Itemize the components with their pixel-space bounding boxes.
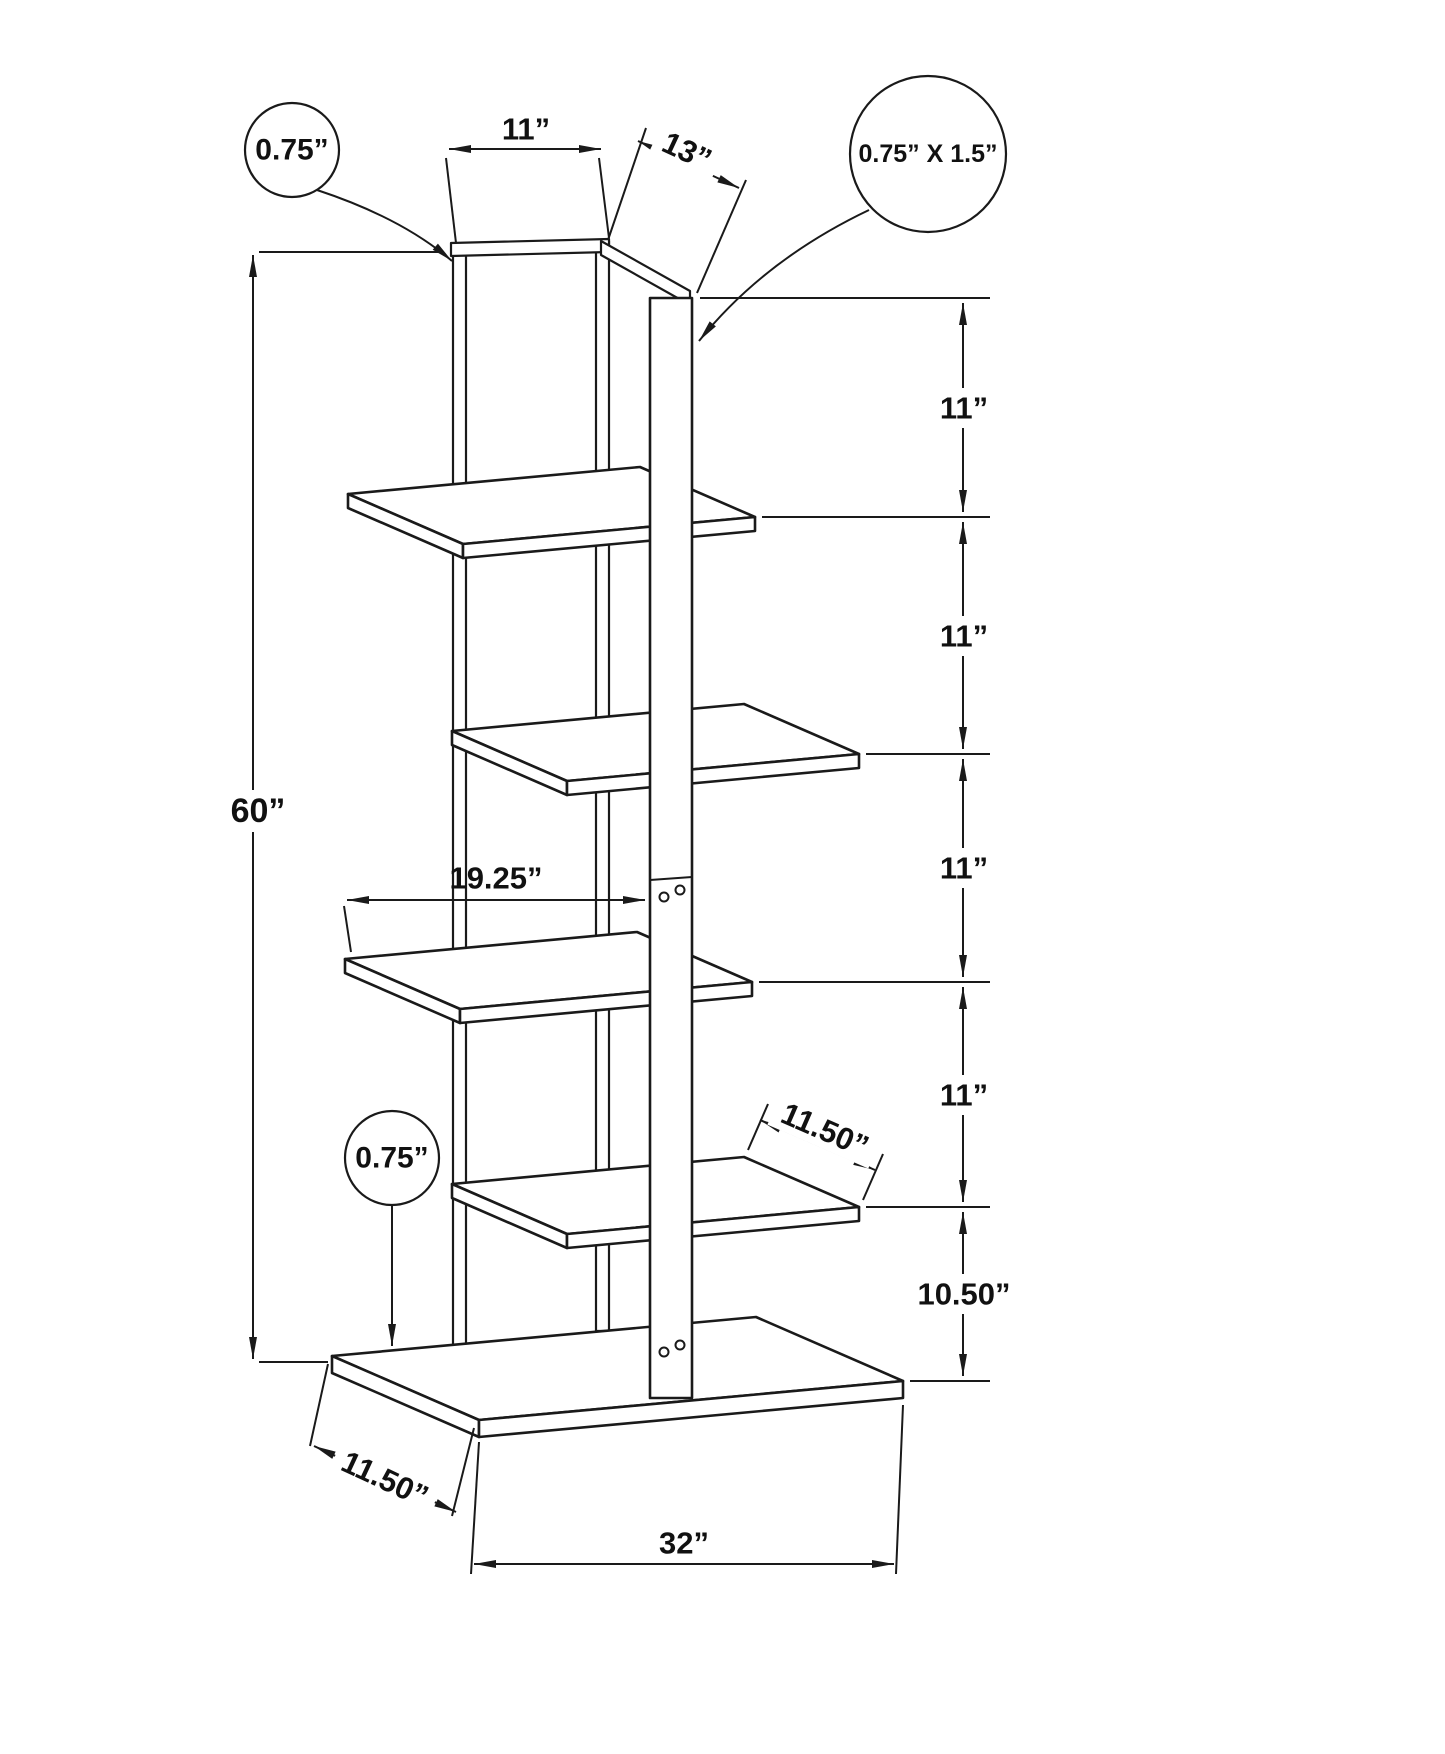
dim-label-base-depth: 11.50” (336, 1444, 434, 1514)
extension-line (747, 1103, 769, 1151)
screw-hole-icon (658, 1346, 670, 1358)
dim-label-base-width: 32” (659, 1526, 709, 1561)
dim-top-width: 11” (445, 112, 610, 244)
callout-label-frame-post: 0.75” (255, 134, 328, 167)
center-post-joint-line (649, 876, 693, 881)
extension-line (895, 1404, 904, 1575)
dim-label-top-width: 11” (502, 112, 550, 147)
extension-line (309, 1363, 329, 1447)
dim-label-shelf-depth: 11.50” (776, 1096, 874, 1165)
label-background (327, 1439, 443, 1519)
top-rail-depth (599, 239, 692, 307)
callout-frame-post-thickness: 0.75” (243, 101, 453, 262)
base-side-edge (477, 1379, 905, 1439)
label-background (648, 120, 726, 182)
dim-height: 60” (224, 251, 443, 1363)
label-background (936, 616, 992, 656)
label-background (767, 1091, 883, 1169)
shelf-side-edge (565, 752, 861, 797)
dim-label-gap4: 11” (940, 1078, 988, 1113)
base-shelf (330, 1315, 905, 1439)
extension-line (343, 905, 352, 953)
top-rails (449, 237, 692, 307)
callout-circle (343, 1109, 441, 1207)
label-background (936, 1075, 992, 1115)
extension-line (451, 1427, 475, 1517)
callout-circle (243, 101, 341, 199)
extension-line (445, 157, 457, 244)
label-background (224, 790, 290, 832)
center-post-body (648, 296, 694, 1400)
callout-center-post-size: 0.75” X 1.5” (698, 74, 1008, 342)
callout-circle (848, 74, 1008, 234)
callout-shelf-thickness: 0.75” (343, 1109, 441, 1346)
dim-label-gap-bottom: 10.50” (917, 1277, 1010, 1312)
shelf-1 (346, 465, 757, 560)
callout-label-shelf-thickness: 0.75” (355, 1142, 428, 1175)
extension-line (598, 157, 610, 239)
label-background (936, 388, 992, 428)
screw-hole-icon (658, 891, 670, 903)
extension-line (607, 127, 647, 241)
dim-right-spacing: 11” 11” 11” 11” 10.50” (700, 297, 1020, 1382)
dim-label-height: 60” (231, 792, 286, 830)
label-background (936, 848, 992, 888)
extension-line (470, 1441, 480, 1575)
dim-label-gap3: 11” (940, 851, 988, 886)
center-post (648, 296, 694, 1400)
callout-label-center-post: 0.75” X 1.5” (859, 140, 998, 168)
dim-base-width: 32” (470, 1404, 904, 1575)
dim-label-gap1: 11” (940, 391, 988, 426)
extension-line (862, 1153, 884, 1201)
dim-shelf-length: 19.25” (343, 861, 645, 953)
top-rail-front (449, 237, 611, 258)
extension-line (696, 179, 747, 294)
rotated-label: 11.50” (767, 1091, 883, 1169)
leader-line (316, 189, 453, 262)
leader-line (698, 209, 870, 342)
screw-hole-icon (674, 884, 686, 896)
shelf-side-edge (565, 1205, 861, 1250)
label-background (908, 1274, 1020, 1314)
screw-hole-icon (674, 1339, 686, 1351)
rotated-label: 13” (648, 120, 726, 182)
dim-label-shelf-length: 19.25” (449, 861, 542, 896)
rotated-label: 11.50” (327, 1439, 443, 1519)
dim-label-gap2: 11” (940, 619, 988, 654)
